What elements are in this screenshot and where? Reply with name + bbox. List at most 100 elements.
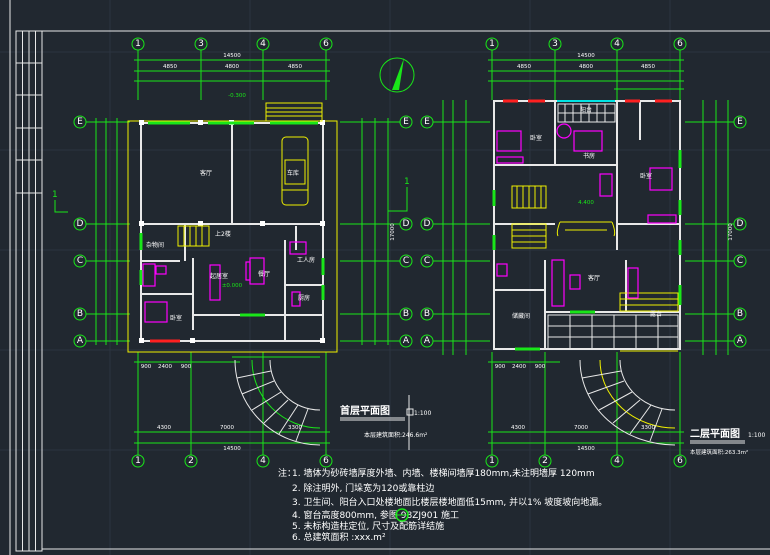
- room-label: 厨房: [298, 294, 310, 302]
- section-mark: 1: [52, 190, 58, 200]
- axis-label: B: [77, 309, 83, 319]
- axis-label: 6: [677, 456, 683, 466]
- stair-icon: [511, 185, 679, 352]
- room-label: 车库: [287, 169, 299, 177]
- plan-title: 二层平面图: [690, 428, 740, 440]
- dimension-total: 17000: [390, 223, 396, 241]
- dimension-total: 14500: [577, 446, 595, 452]
- dimension: 7000: [574, 425, 588, 431]
- axis-label: 3: [552, 39, 558, 49]
- axis-label: 4: [260, 456, 266, 466]
- plan-title: 首层平面图: [340, 404, 390, 417]
- floor-area: 本层建筑面积:246.6m²: [364, 431, 428, 439]
- dimension: 2400: [512, 364, 526, 370]
- dimension: 4800: [579, 64, 593, 70]
- level-mark: ±0.000: [222, 283, 243, 289]
- axis-label: 3: [198, 39, 204, 49]
- dimension-total: 14500: [577, 53, 595, 59]
- axis-label: 1: [135, 456, 141, 466]
- notes-prefix: 注：: [278, 467, 296, 479]
- room-label: 客厅: [588, 274, 600, 282]
- axis-label: 4: [614, 39, 620, 49]
- room-label: 卧室: [640, 172, 652, 180]
- level-mark: -0.300: [228, 93, 246, 99]
- furniture-icons: [142, 241, 307, 323]
- axis-label: A: [424, 336, 431, 346]
- axis-label: C: [77, 256, 83, 266]
- note-item: 1. 墙体为砂砖墙厚度外墙、内墙、楼梯间墙厚180mm,未注明墙厚 120mm: [292, 467, 595, 479]
- axis-label: 1: [135, 39, 141, 49]
- dimension: 3300: [641, 425, 655, 431]
- axis-label: 2: [188, 456, 194, 466]
- axis-label: E: [424, 117, 430, 127]
- axis-label: C: [737, 256, 743, 266]
- dimension: 4300: [511, 425, 525, 431]
- general-notes: 注： 1. 墙体为砂砖墙厚度外墙、内墙、楼梯间墙厚180mm,未注明墙厚 120…: [278, 467, 607, 543]
- floor-area: 本层建筑面积:263.3m²: [690, 448, 748, 456]
- dimension: 3300: [288, 425, 302, 431]
- ground-floor-plan: 1 3 4 6 1 2 4 6 E D C B A E D C B A 1450…: [52, 37, 431, 468]
- dimension: 4800: [225, 64, 239, 70]
- dimension: 4850: [517, 64, 531, 70]
- section-mark: 1: [404, 177, 410, 187]
- room-label: 工人房: [297, 256, 315, 264]
- dimension: 900: [181, 364, 192, 370]
- axis-label: 6: [677, 39, 683, 49]
- room-label: 客厅: [200, 169, 212, 177]
- drawing-frame: [9, 0, 770, 555]
- axis-label: A: [403, 336, 410, 346]
- dimension: 4850: [163, 64, 177, 70]
- axis-label: E: [77, 117, 83, 127]
- room-label: 杂物间: [146, 241, 164, 249]
- dimension-total: 14500: [223, 446, 241, 452]
- plan-scale: 1:100: [748, 432, 765, 439]
- note-item: 6. 总建筑面积 :xxx.m²: [292, 531, 386, 543]
- axis-label: 4: [260, 39, 266, 49]
- dimension: 7000: [220, 425, 234, 431]
- room-label: 储藏间: [512, 312, 530, 320]
- furniture-icons: [496, 123, 677, 307]
- room-label: 餐厅: [258, 270, 270, 278]
- dimension: 900: [141, 364, 152, 370]
- axis-label: B: [403, 309, 409, 319]
- dimension-total: 17000: [728, 223, 734, 241]
- axis-label: B: [424, 309, 430, 319]
- plan-scale: 1:100: [414, 410, 431, 417]
- room-label: 书房: [583, 152, 595, 160]
- room-label: 卧室: [170, 314, 182, 322]
- axis-label: 2: [542, 456, 548, 466]
- note-item: 3. 卫生间、阳台入口处楼地面比楼层楼地面低15mm, 并以1% 坡度坡向地漏。: [292, 496, 607, 508]
- axis-label: 1: [489, 39, 495, 49]
- axis-label: C: [424, 256, 430, 266]
- dimension: 900: [535, 364, 546, 370]
- axis-label: A: [77, 336, 84, 346]
- car-icon: [281, 136, 309, 206]
- axis-label: D: [737, 219, 744, 229]
- axis-label: 6: [323, 456, 329, 466]
- second-floor-plan: 1 3 4 6 1 2 4 6 E D C B A E D C B A 1450…: [420, 37, 765, 468]
- dimension: 4300: [157, 425, 171, 431]
- axis-label: B: [737, 309, 743, 319]
- axis-label: C: [403, 256, 409, 266]
- room-label: 卧室: [530, 134, 542, 142]
- axis-label: A: [737, 336, 744, 346]
- stair-icon: [177, 102, 323, 247]
- level-mark: 4.400: [578, 200, 594, 206]
- room-label: 露台: [650, 310, 662, 318]
- north-arrow-icon: [379, 57, 415, 93]
- axis-label: 4: [614, 456, 620, 466]
- axis-label: D: [403, 219, 410, 229]
- dimension-total: 14500: [223, 53, 241, 59]
- curved-stair: [234, 359, 321, 446]
- axis-label: 1: [489, 456, 495, 466]
- axis-label: E: [403, 117, 409, 127]
- room-label: 起居室: [210, 272, 228, 280]
- axis-label: E: [737, 117, 743, 127]
- curved-stair: [579, 359, 676, 446]
- room-label: 上2楼: [215, 230, 231, 238]
- note-item: 4. 窗台高度800mm, 参图 98ZJ901 施工: [292, 509, 459, 521]
- dimension: 4850: [288, 64, 302, 70]
- room-label: 阳台: [580, 106, 592, 114]
- note-item: 5. 未标构造柱定位, 尺寸及配筋详结施: [292, 520, 444, 532]
